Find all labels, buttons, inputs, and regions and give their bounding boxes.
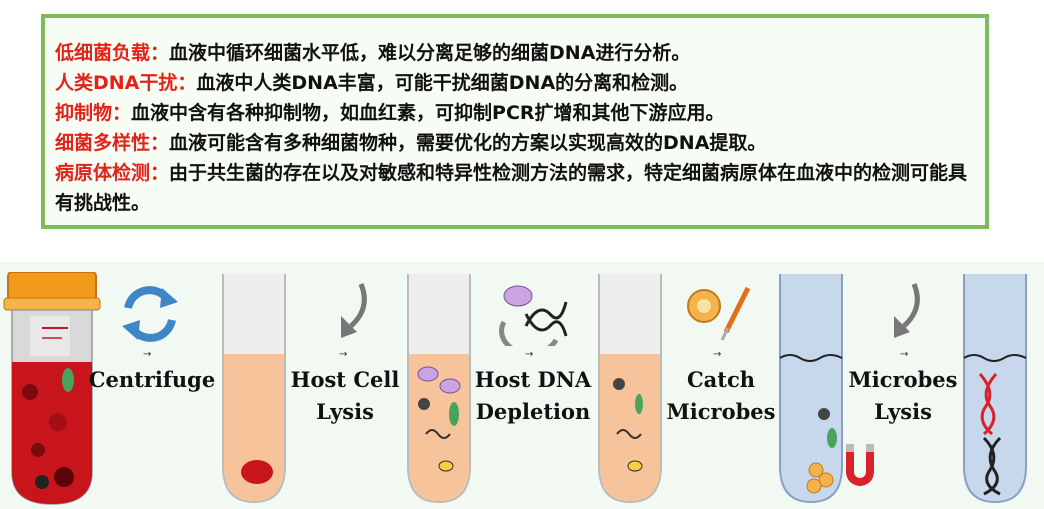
step-label-1: Host Cell [290,367,400,392]
flow-arrow: → [900,349,909,360]
step-label-1: Catch [686,367,756,392]
challenge-line-2: 人类DNA干扰：血液中人类DNA丰富，可能干扰细菌DNA的分离和检测。 [55,68,975,98]
challenge-key: 细菌多样性： [55,132,170,154]
lysed-tube [407,274,471,504]
magnet-icon [846,452,874,486]
step-host-dna-depletion: Host DNA Depletion [472,364,594,428]
flow-arrow: → [525,349,534,360]
challenge-line-5: 病原体检测：由于共生菌的存在以及对敏感和特异性检测方法的需求，特定细菌病原体在血… [55,158,983,218]
challenge-key: 人类DNA干扰： [55,72,197,94]
centrifuged-tube [222,274,286,504]
step-label-1: Host DNA [474,367,592,392]
step-catch-microbes: Catch Microbes [664,364,778,428]
cycle-arrows-icon [122,286,178,342]
challenge-line-1: 低细菌负载：血液中循环细菌水平低，难以分离足够的细菌DNA进行分析。 [55,38,975,68]
step-host-cell-lysis: Host Cell Lysis [288,364,402,428]
flow-arrow: → [713,349,722,360]
step-centrifuge: Centrifuge [88,364,216,396]
blood-sample-tube [3,272,101,505]
challenge-text: 血液可能含有多种细菌物种，需要优化的方案以实现高效的DNA提取。 [169,132,767,154]
challenge-text: 由于共生菌的存在以及对敏感和特异性检测方法的需求，特定细菌病原体在血液中的检测可… [55,162,968,214]
step-label-2: Microbes [666,399,776,424]
challenge-text: 血液中循环细菌水平低，难以分离足够的细菌DNA进行分析。 [169,42,691,64]
step-microbes-lysis: Microbes Lysis [846,364,960,428]
challenge-key: 抑制物： [55,102,132,124]
beads-pipette-icon [687,286,751,341]
step-label-2: Lysis [316,399,374,424]
flow-arrow: → [339,349,348,360]
depleted-tube [598,274,662,504]
step-label-2: Depletion [475,399,591,424]
challenge-text: 血液中人类DNA丰富，可能干扰细菌DNA的分离和检测。 [196,72,689,94]
magnet-tube [779,274,874,504]
dna-cycle-icon [499,285,568,346]
step-label-1: Microbes [848,367,958,392]
challenge-text: 血液中含有各种抑制物，如血红素，可抑制PCR扩增和其他下游应用。 [131,102,725,124]
challenge-key: 低细菌负载： [55,42,170,64]
flow-arrow: → [143,349,152,360]
dna-tube [963,274,1027,504]
curved-down-arrow-icon [341,283,367,338]
challenge-line-4: 细菌多样性：血液可能含有多种细菌物种，需要优化的方案以实现高效的DNA提取。 [55,128,975,158]
challenges-box: 低细菌负载：血液中循环细菌水平低，难以分离足够的细菌DNA进行分析。 人类DNA… [41,14,989,229]
curved-down-arrow-icon [894,283,920,338]
step-label-2: Lysis [874,399,932,424]
step-label: Centrifuge [88,367,216,392]
challenge-key: 病原体检测： [55,162,170,184]
challenge-line-3: 抑制物：血液中含有各种抑制物，如血红素，可抑制PCR扩增和其他下游应用。 [55,98,975,128]
